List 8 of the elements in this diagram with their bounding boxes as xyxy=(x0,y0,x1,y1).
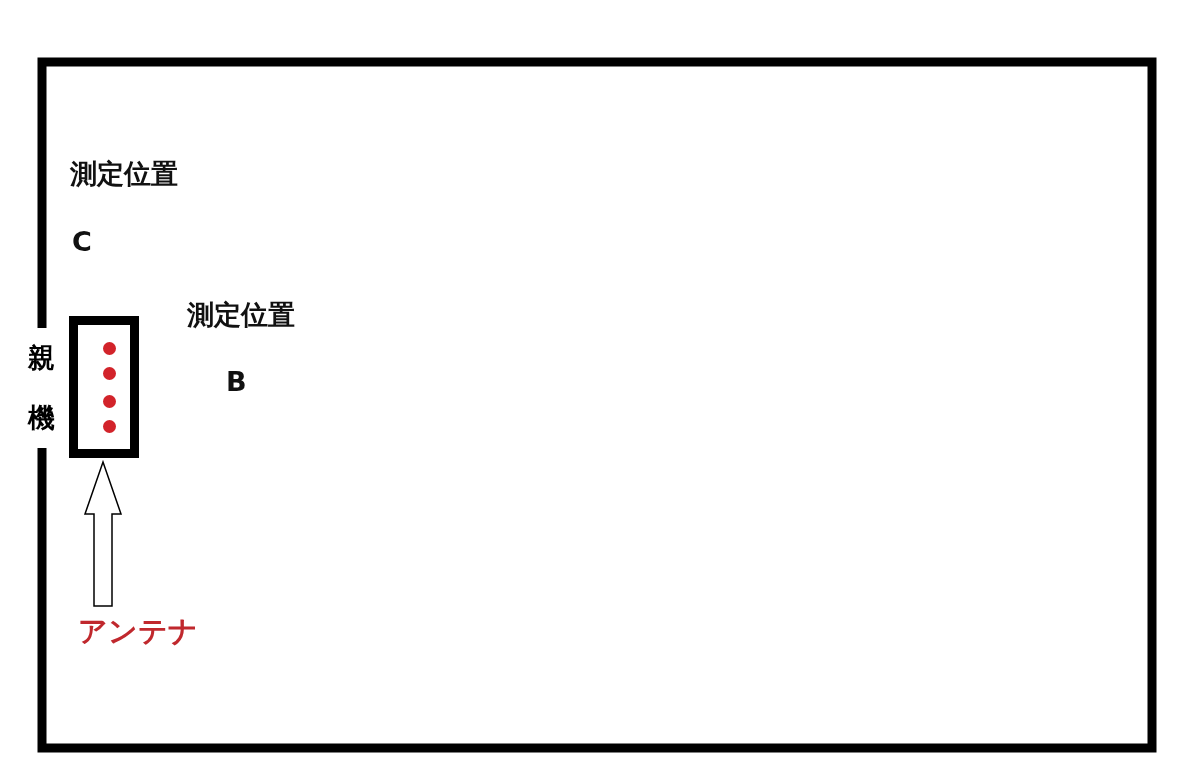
device-label: 親機 xyxy=(28,328,58,448)
position-letter: C xyxy=(72,226,92,259)
position-label: 測定位置 xyxy=(70,158,178,191)
device-box xyxy=(69,316,139,458)
position-letter: B xyxy=(226,366,247,399)
block-arrow xyxy=(83,459,123,607)
position-label: 測定位置 xyxy=(187,299,295,332)
antenna-label: アンテナ xyxy=(78,612,228,652)
